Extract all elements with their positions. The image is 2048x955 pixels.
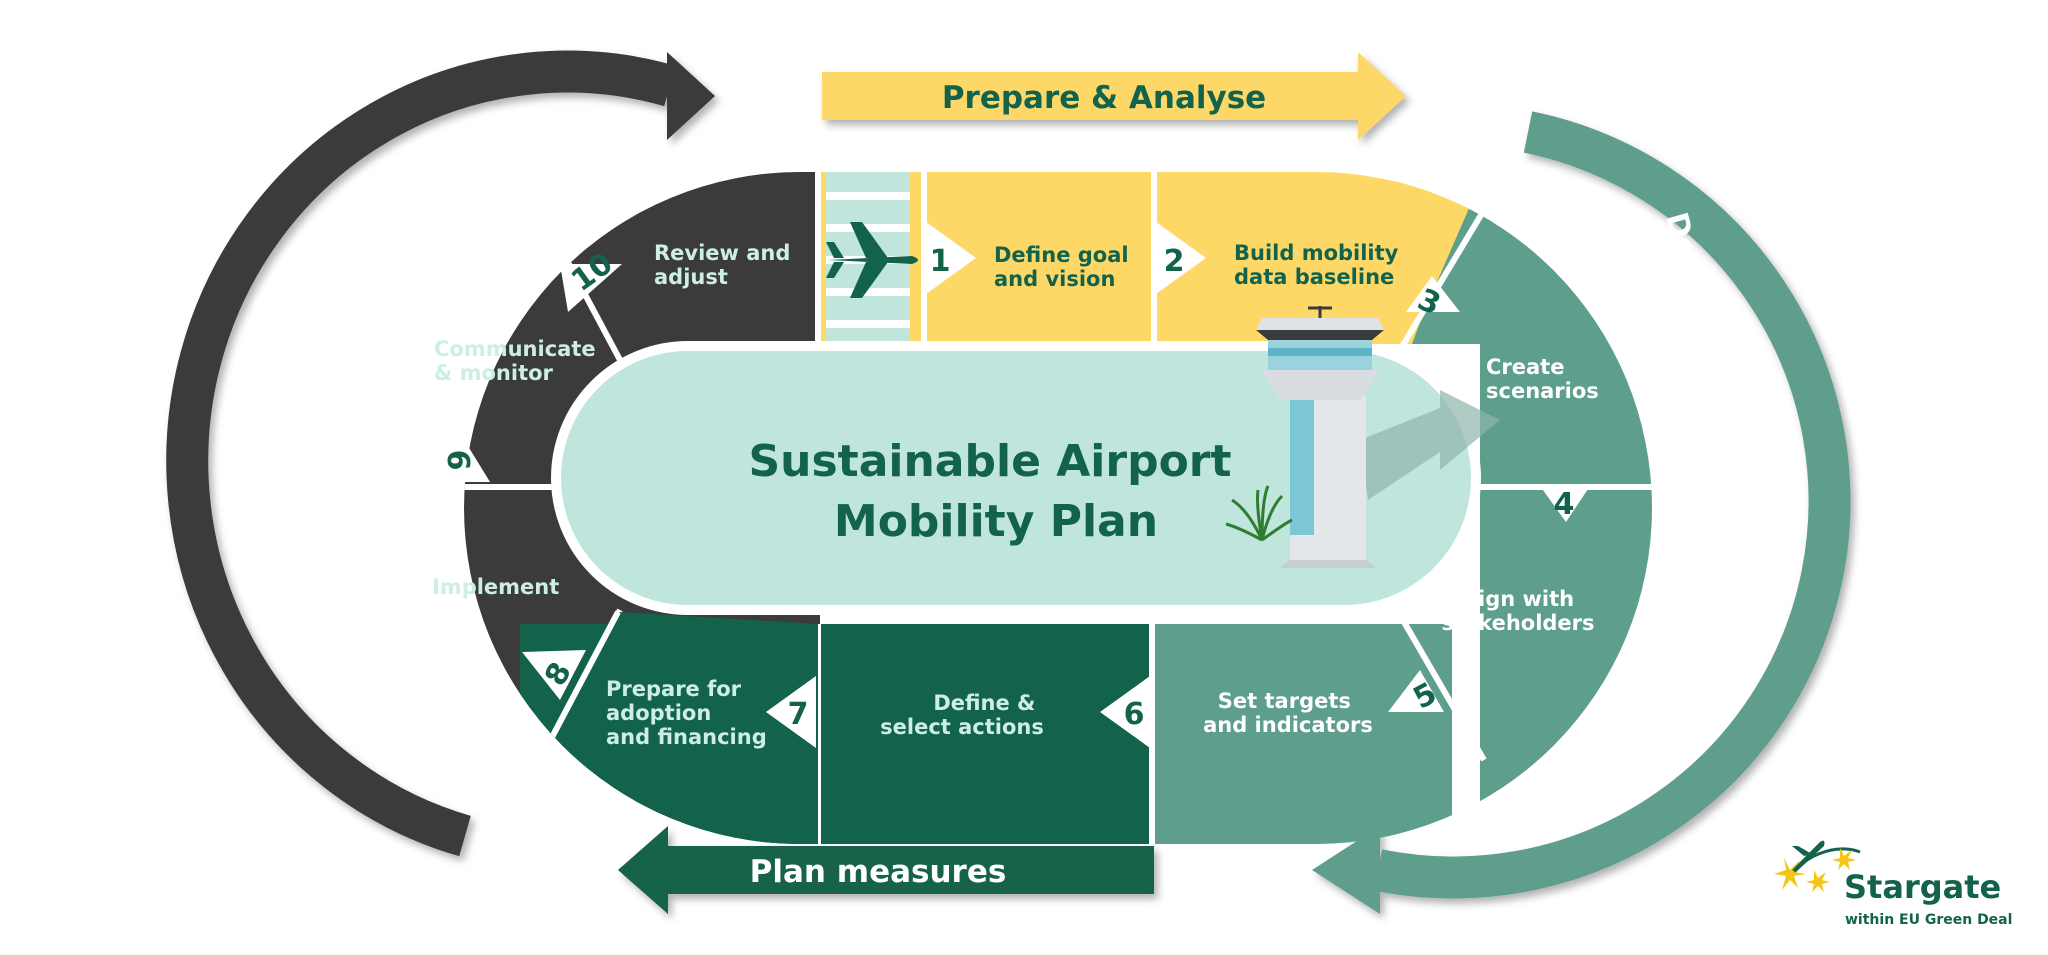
- center-pill: [551, 341, 1481, 615]
- center-title-line-1: Sustainable Airport: [748, 436, 1231, 487]
- plan-measures-label: Plan measures: [750, 854, 1007, 890]
- step-8-label: Implement: [432, 575, 559, 599]
- logo-name: Stargate: [1844, 868, 2001, 906]
- step-9-label: Communicate & monitor: [434, 337, 603, 385]
- step-9-triangle: [424, 420, 490, 482]
- prepare-analyse-label: Prepare & Analyse: [942, 80, 1266, 116]
- step-6-triangle: [1100, 676, 1150, 748]
- step-3-label: Create scenarios: [1486, 355, 1599, 403]
- step-2-label: Build mobility data baseline: [1234, 241, 1406, 289]
- control-tower-icon: [1256, 306, 1384, 568]
- step-7-triangle: [766, 676, 816, 748]
- center-title-line-2: Mobility Plan: [834, 496, 1158, 547]
- develop-strategy-arrow: [1312, 111, 1851, 914]
- step-4-number: 4: [1554, 487, 1575, 522]
- step-4-triangle: [1540, 486, 1590, 522]
- step-10-triangle: [560, 264, 622, 312]
- step-6-number: 6: [1124, 697, 1145, 732]
- prepare-analyse-arrow: [822, 52, 1406, 140]
- step-5-triangle: [1388, 670, 1444, 712]
- shrub-icon: [1225, 485, 1293, 542]
- stargate-logo-icon: [1774, 840, 1861, 892]
- step-8-triangle: [522, 650, 586, 700]
- step-2-number: 2: [1164, 244, 1185, 279]
- plan-measures-arrow: [618, 826, 1154, 914]
- step-5-label: Set targets and indicators: [1203, 689, 1373, 737]
- step-2-triangle: [1156, 222, 1206, 294]
- step-1-triangle: [926, 222, 976, 294]
- stargate-logo: Stargate within EU Green Deal: [1774, 840, 2012, 928]
- step-1-label: Define goal and vision: [994, 243, 1136, 291]
- step-1-number: 1: [930, 244, 951, 279]
- step-7-label: Prepare for adoption and financing: [606, 677, 767, 749]
- implement-monitor-arrow: [166, 50, 715, 857]
- step-10-label: Review and adjust: [654, 241, 798, 289]
- step-4-label: Align with stakeholders: [1441, 587, 1594, 635]
- airplane-icon: [826, 222, 918, 298]
- step-7-number: 7: [788, 697, 809, 732]
- step-9-number: 9: [443, 450, 478, 471]
- step-3-triangle: [1406, 276, 1460, 312]
- step-6-label: Define & select actions: [880, 691, 1044, 739]
- logo-tagline: within EU Green Deal: [1845, 912, 2012, 928]
